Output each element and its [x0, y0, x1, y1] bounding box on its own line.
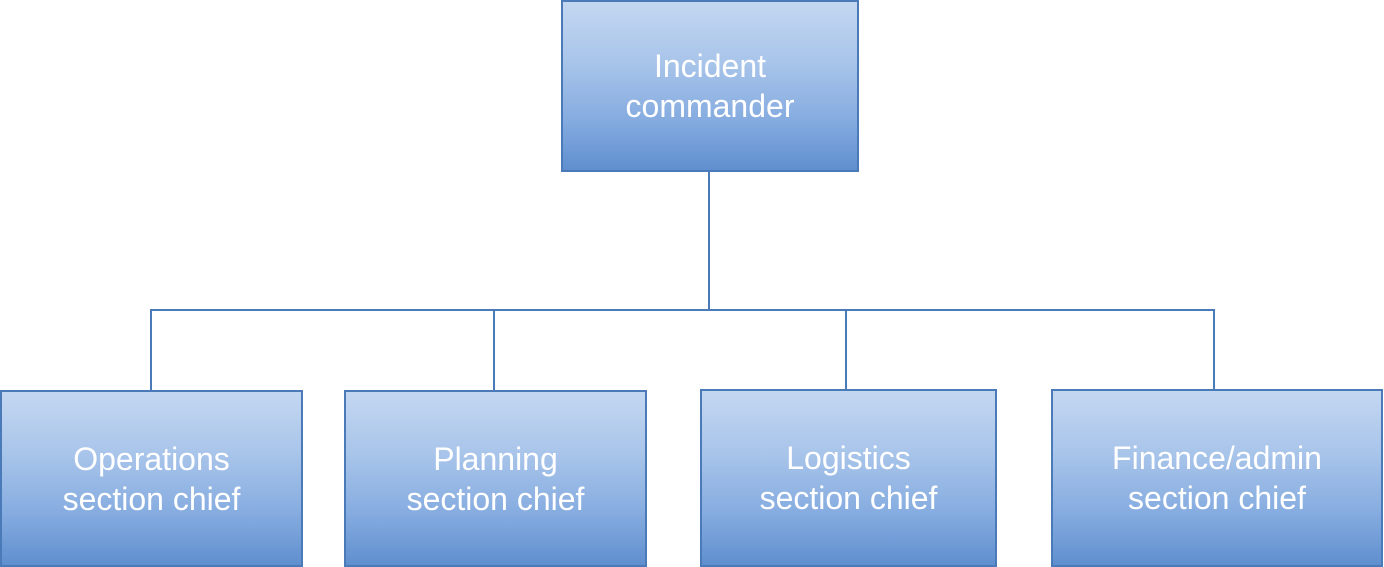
- logistics-section-chief-box: Logistics section chief: [700, 389, 997, 567]
- operations-label-line2: section chief: [62, 480, 241, 517]
- finance-admin-label-line2: section chief: [1128, 480, 1306, 516]
- incident-commander-label-line2: commander: [625, 88, 795, 124]
- incident-commander-box: Incident commander: [561, 0, 859, 172]
- incident-commander-label-line1: Incident: [653, 48, 767, 84]
- finance-admin-section-chief-label: Finance/admin section chief: [1112, 438, 1322, 518]
- planning-section-chief-box: Planning section chief: [344, 390, 647, 567]
- operations-section-chief-label: Operations section chief: [63, 439, 241, 519]
- planning-label-line2: section chief: [406, 480, 585, 517]
- operations-label-line1: Operations: [73, 440, 230, 477]
- planning-label-line1: Planning: [433, 440, 558, 477]
- logistics-label-line1: Logistics: [786, 440, 911, 476]
- finance-admin-section-chief-box: Finance/admin section chief: [1051, 389, 1383, 567]
- incident-commander-label: Incident commander: [626, 46, 795, 126]
- planning-section-chief-label: Planning section chief: [407, 439, 585, 519]
- finance-admin-label-line1: Finance/admin: [1112, 440, 1322, 476]
- logistics-label-line2: section chief: [759, 480, 938, 516]
- operations-section-chief-box: Operations section chief: [0, 390, 303, 567]
- logistics-section-chief-label: Logistics section chief: [760, 438, 938, 518]
